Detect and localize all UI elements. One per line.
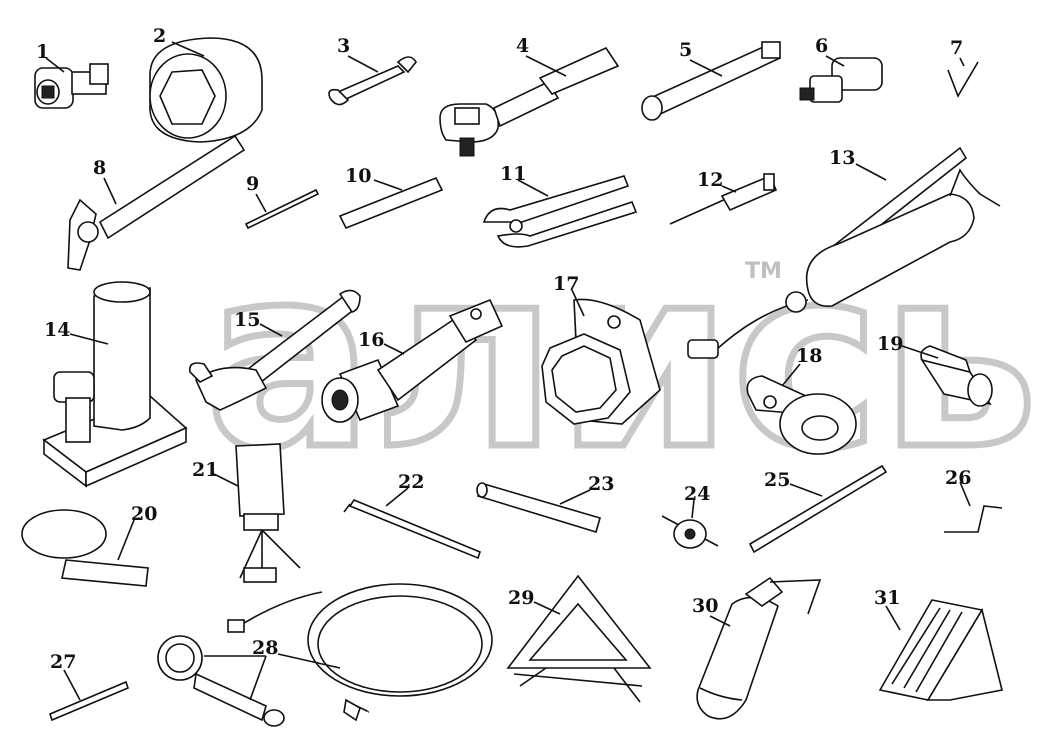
label-8: 8 — [93, 157, 106, 179]
part-10-chisel — [338, 176, 444, 230]
part-22-pry-bar — [343, 499, 481, 560]
part-5-extension-bar — [641, 41, 782, 121]
part-23-rod — [476, 482, 601, 534]
part-7-hex-key — [947, 61, 979, 98]
part-20-filter-wrench — [21, 509, 149, 587]
part-27-valve-tool — [49, 680, 129, 722]
label-13: 13 — [829, 147, 855, 169]
part-18-spanner-wrench — [746, 375, 857, 455]
part-28-tire-gauge-hose — [157, 583, 493, 727]
part-17-octagon-socket — [541, 298, 661, 425]
part-21-tripod-tool — [235, 443, 301, 583]
part-2-large-socket — [149, 37, 263, 143]
label-9: 9 — [246, 173, 259, 195]
label-24: 24 — [684, 483, 710, 505]
part-31-wheel-chocks — [878, 599, 1003, 701]
part-14-bottle-jack — [42, 281, 188, 488]
label-2: 2 — [153, 25, 166, 47]
part-11-pliers — [482, 175, 638, 248]
part-12-screwdriver — [669, 173, 778, 225]
label-23: 23 — [588, 473, 614, 495]
part-26-crank — [944, 505, 1003, 533]
label-7: 7 — [950, 37, 963, 59]
label-10: 10 — [345, 165, 371, 187]
part-15-adjustable-wrench — [188, 289, 361, 411]
label-26: 26 — [945, 467, 971, 489]
label-15: 15 — [234, 309, 260, 331]
label-19: 19 — [877, 333, 903, 355]
label-14: 14 — [44, 319, 70, 341]
part-30-fire-extinguisher — [696, 576, 822, 720]
label-18: 18 — [796, 345, 822, 367]
part-9-punch — [244, 188, 320, 230]
label-28: 28 — [252, 637, 278, 659]
label-3: 3 — [337, 35, 350, 57]
label-21: 21 — [192, 459, 218, 481]
part-16-socket-bar — [321, 298, 504, 423]
label-17: 17 — [553, 273, 579, 295]
label-16: 16 — [358, 329, 384, 351]
label-12: 12 — [697, 169, 723, 191]
part-number-labels: 1 2 3 4 5 6 7 8 9 10 11 12 13 14 15 16 1… — [36, 25, 971, 673]
part-3-open-end-wrench — [328, 56, 417, 106]
label-29: 29 — [508, 587, 534, 609]
part-29-warning-triangle — [506, 574, 652, 703]
label-20: 20 — [131, 503, 157, 525]
watermark-trademark: TM — [745, 259, 782, 284]
part-19-socket — [920, 345, 993, 407]
leader-lines — [45, 41, 971, 701]
part-1-socket-adapter — [34, 63, 109, 109]
label-31: 31 — [874, 587, 900, 609]
label-4: 4 — [516, 35, 529, 57]
part-24-tap-handle — [661, 515, 719, 549]
part-13-grease-gun — [687, 146, 1001, 359]
part-6-universal-joint — [799, 57, 883, 103]
label-6: 6 — [815, 35, 828, 57]
part-8-hammer — [67, 134, 246, 271]
label-5: 5 — [679, 39, 692, 61]
label-27: 27 — [50, 651, 76, 673]
label-25: 25 — [764, 469, 790, 491]
label-11: 11 — [500, 163, 526, 185]
part-25-long-rod — [748, 464, 888, 554]
label-1: 1 — [36, 41, 49, 63]
label-22: 22 — [398, 471, 424, 493]
part-4-ratchet-handle — [439, 46, 620, 157]
label-30: 30 — [692, 595, 718, 617]
